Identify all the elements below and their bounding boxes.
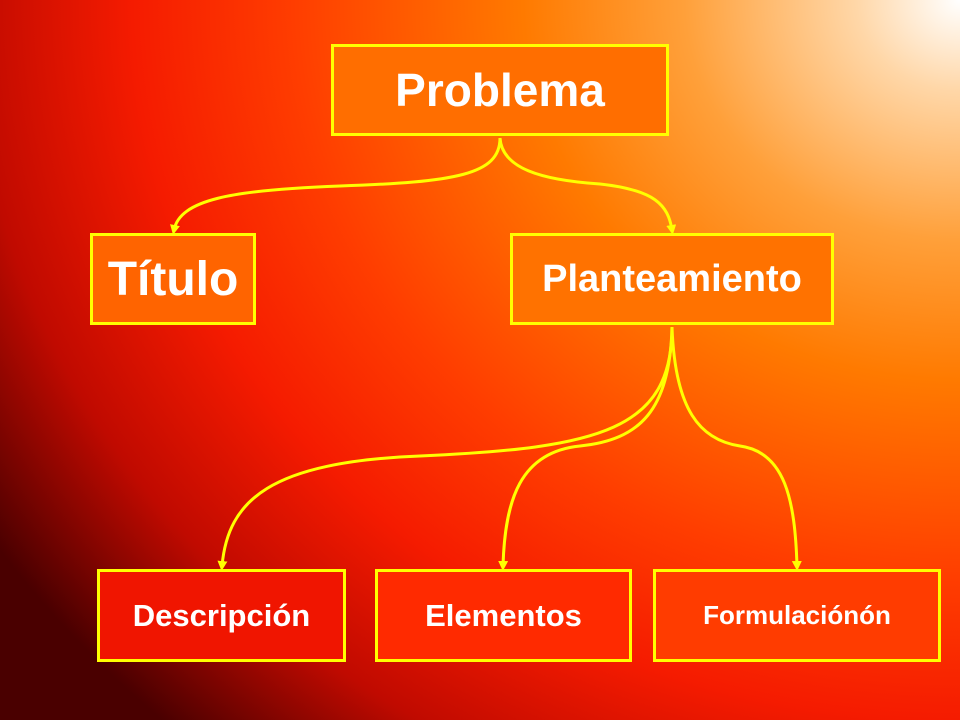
node-planteamiento: Planteamiento (510, 233, 834, 325)
node-elementos: Elementos (375, 569, 632, 662)
connector-planteamiento-elementos (498, 326, 674, 571)
node-formulacion: Formulaciónón (653, 569, 941, 662)
node-descripcion: Descripción (97, 569, 346, 662)
connector-problema-planteamiento (498, 137, 677, 235)
node-titulo: Título (90, 233, 256, 325)
node-problema: Problema (331, 44, 669, 136)
connector-planteamiento-descripcion (217, 326, 674, 571)
connector-planteamiento-formulacion (670, 326, 802, 571)
connector-problema-titulo (170, 137, 502, 235)
